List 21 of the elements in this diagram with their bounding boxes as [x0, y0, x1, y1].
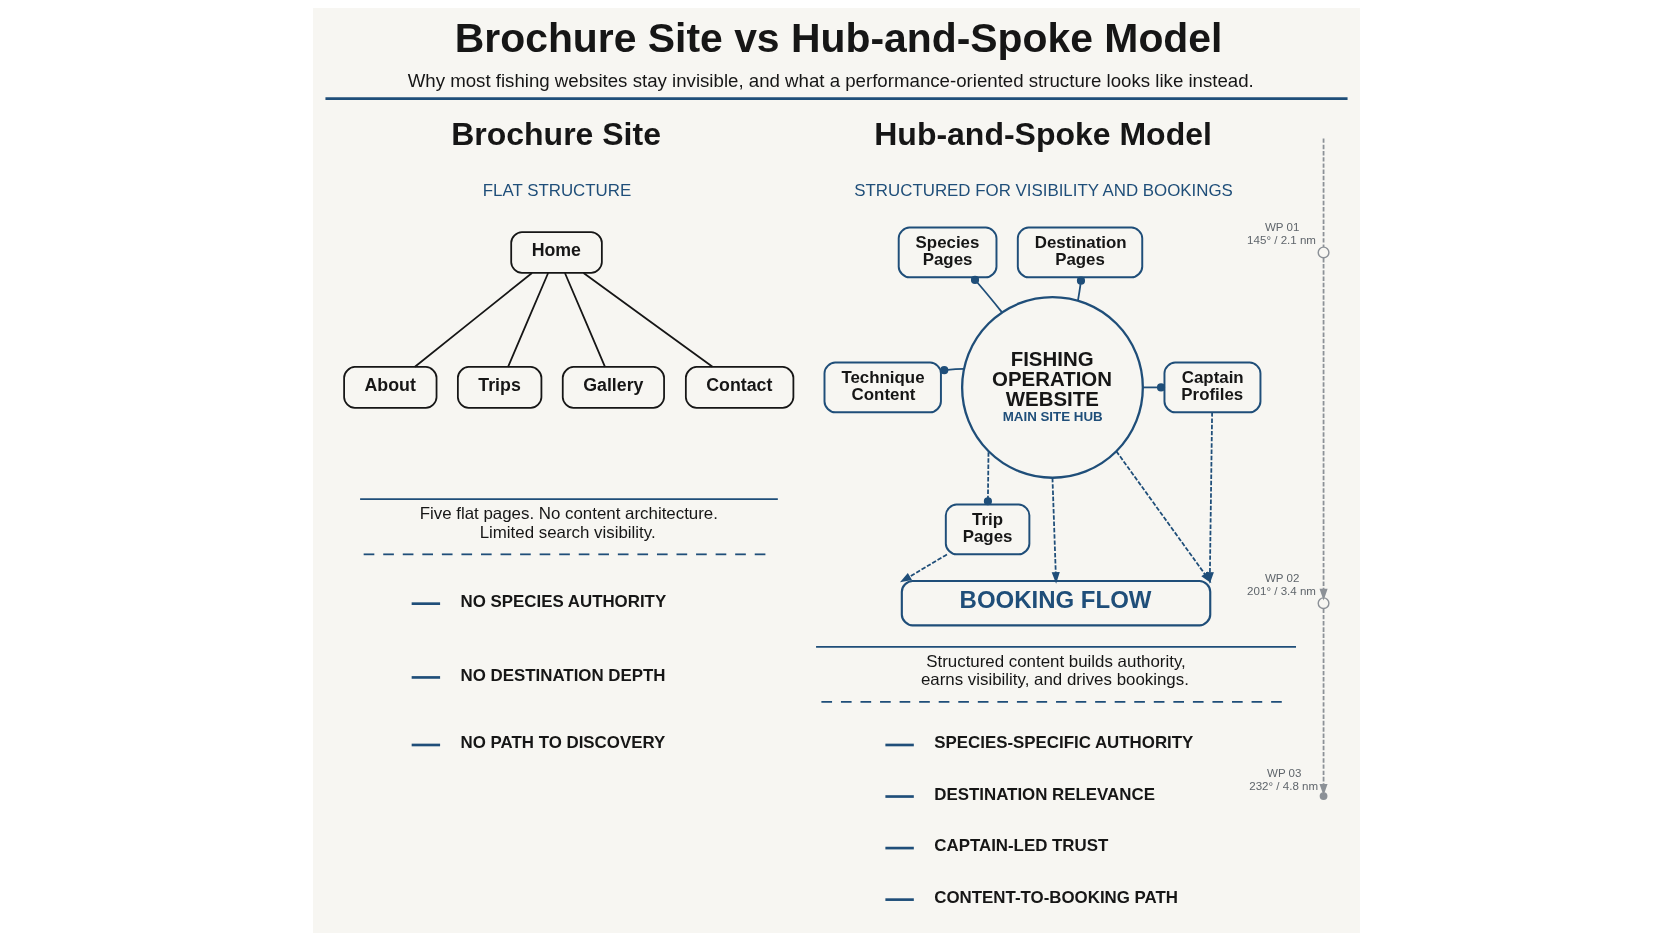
- label: DESTINATION RELEVANCE: [933, 784, 1155, 804]
- label: FLAT STRUCTURE: [482, 181, 631, 201]
- label: Structured content builds authority, earns visibility, and drives bookings.: [920, 651, 1189, 690]
- label: Five flat pages. No content architecture. Limited search visibility.: [419, 503, 718, 542]
- node-label: WP 03: [1266, 767, 1301, 780]
- label: SPECIES-SPECIFIC AUTHORITY: [933, 733, 1193, 753]
- caption: Why most fishing websites stay invisible, and what a performance-oriented structure looks like instead.: [407, 70, 1254, 92]
- label: CONTENT-TO-BOOKING PATH: [933, 887, 1178, 907]
- node-label: WP 01: [1264, 221, 1299, 234]
- label: CAPTAIN-LED TRUST: [933, 836, 1108, 856]
- node-label: WP 02: [1264, 572, 1299, 585]
- label: NO PATH TO DISCOVERY: [460, 733, 665, 753]
- diagram-title: Brochure Site vs Hub-and-Spoke Model: [454, 14, 1222, 61]
- label: NO DESTINATION DEPTH: [460, 665, 666, 685]
- label: NO SPECIES AUTHORITY: [460, 591, 666, 611]
- node-label: 232° / 4.8 nm: [1248, 779, 1318, 792]
- node-label: 145° / 2.1 nm: [1246, 233, 1316, 246]
- label: Brochure Site: [450, 115, 661, 152]
- label: STRUCTURED FOR VISIBILITY AND BOOKINGS: [853, 181, 1233, 201]
- node-label: 201° / 3.4 nm: [1246, 584, 1316, 597]
- label: Hub-and-Spoke Model: [873, 115, 1212, 152]
